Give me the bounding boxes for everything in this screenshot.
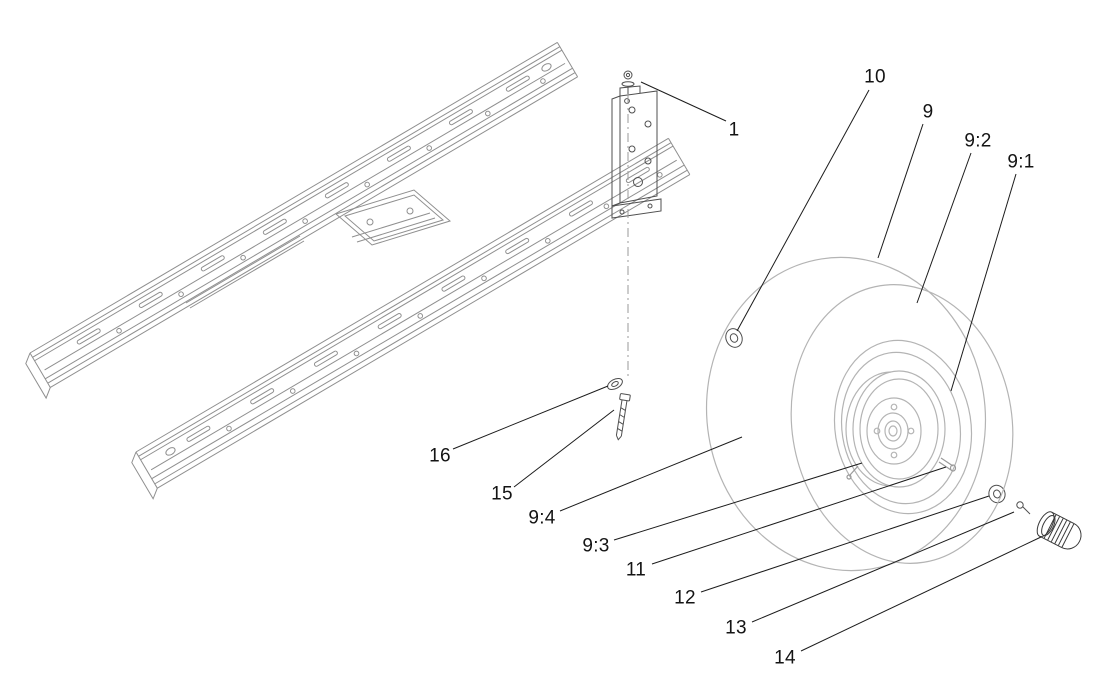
callout-label-9-3: 9:3 xyxy=(582,535,610,557)
callout-label-11: 11 xyxy=(625,559,647,581)
bolt-part-1 xyxy=(621,70,635,94)
frame-rail-front xyxy=(131,137,691,500)
tire-bead-ring xyxy=(840,351,962,505)
washer-part-12 xyxy=(988,484,1006,504)
leader-line-9 xyxy=(877,123,924,259)
callout-label-14: 14 xyxy=(774,647,796,669)
leader-line-1 xyxy=(640,81,727,122)
callout-label-13: 13 xyxy=(725,617,747,639)
leader-lines xyxy=(452,81,1042,652)
callout-label-9: 9 xyxy=(922,101,934,123)
rim xyxy=(845,370,946,488)
callout-label-9-1: 9:1 xyxy=(1007,151,1035,173)
tire-tread-outline xyxy=(705,256,987,572)
frame-rail-rear xyxy=(25,41,579,400)
leader-line-9-3 xyxy=(613,462,863,541)
hardware-parts xyxy=(607,70,1082,550)
tire-sidewall-outline xyxy=(790,284,1014,564)
callout-label-15: 15 xyxy=(491,483,513,505)
leader-line-15 xyxy=(513,409,615,488)
leader-line-9-2 xyxy=(916,152,972,304)
leader-line-13 xyxy=(751,511,1015,623)
washer-part-10 xyxy=(725,328,743,348)
callout-label-16: 16 xyxy=(429,445,451,467)
frame-brace xyxy=(185,235,305,309)
leader-line-16 xyxy=(452,385,609,450)
tire-sidewall-ring xyxy=(833,339,973,515)
leader-line-9-4 xyxy=(559,436,743,512)
hub xyxy=(866,397,922,465)
callout-label-12: 12 xyxy=(674,587,696,609)
leader-line-11 xyxy=(651,466,947,565)
valve-stem xyxy=(846,465,859,480)
callout-label-9-2: 9:2 xyxy=(964,130,992,152)
leader-line-10 xyxy=(736,89,870,332)
wheel-assembly xyxy=(705,256,1014,572)
callout-label-10: 10 xyxy=(864,66,886,88)
axle-stub xyxy=(938,457,957,472)
leader-line-12 xyxy=(700,495,990,593)
washer-part-16 xyxy=(607,377,623,391)
pin-part-13 xyxy=(1016,501,1031,515)
frame-cross-member xyxy=(334,189,452,246)
frame-rails xyxy=(25,41,691,500)
callout-label-9-4: 9:4 xyxy=(528,507,556,529)
cap-part-14 xyxy=(1036,511,1082,550)
leader-line-14 xyxy=(800,536,1042,652)
bolt-part-15 xyxy=(615,393,631,441)
leader-line-9-1 xyxy=(950,173,1017,392)
mount-bracket xyxy=(611,85,662,219)
callout-label-1: 1 xyxy=(728,119,740,141)
